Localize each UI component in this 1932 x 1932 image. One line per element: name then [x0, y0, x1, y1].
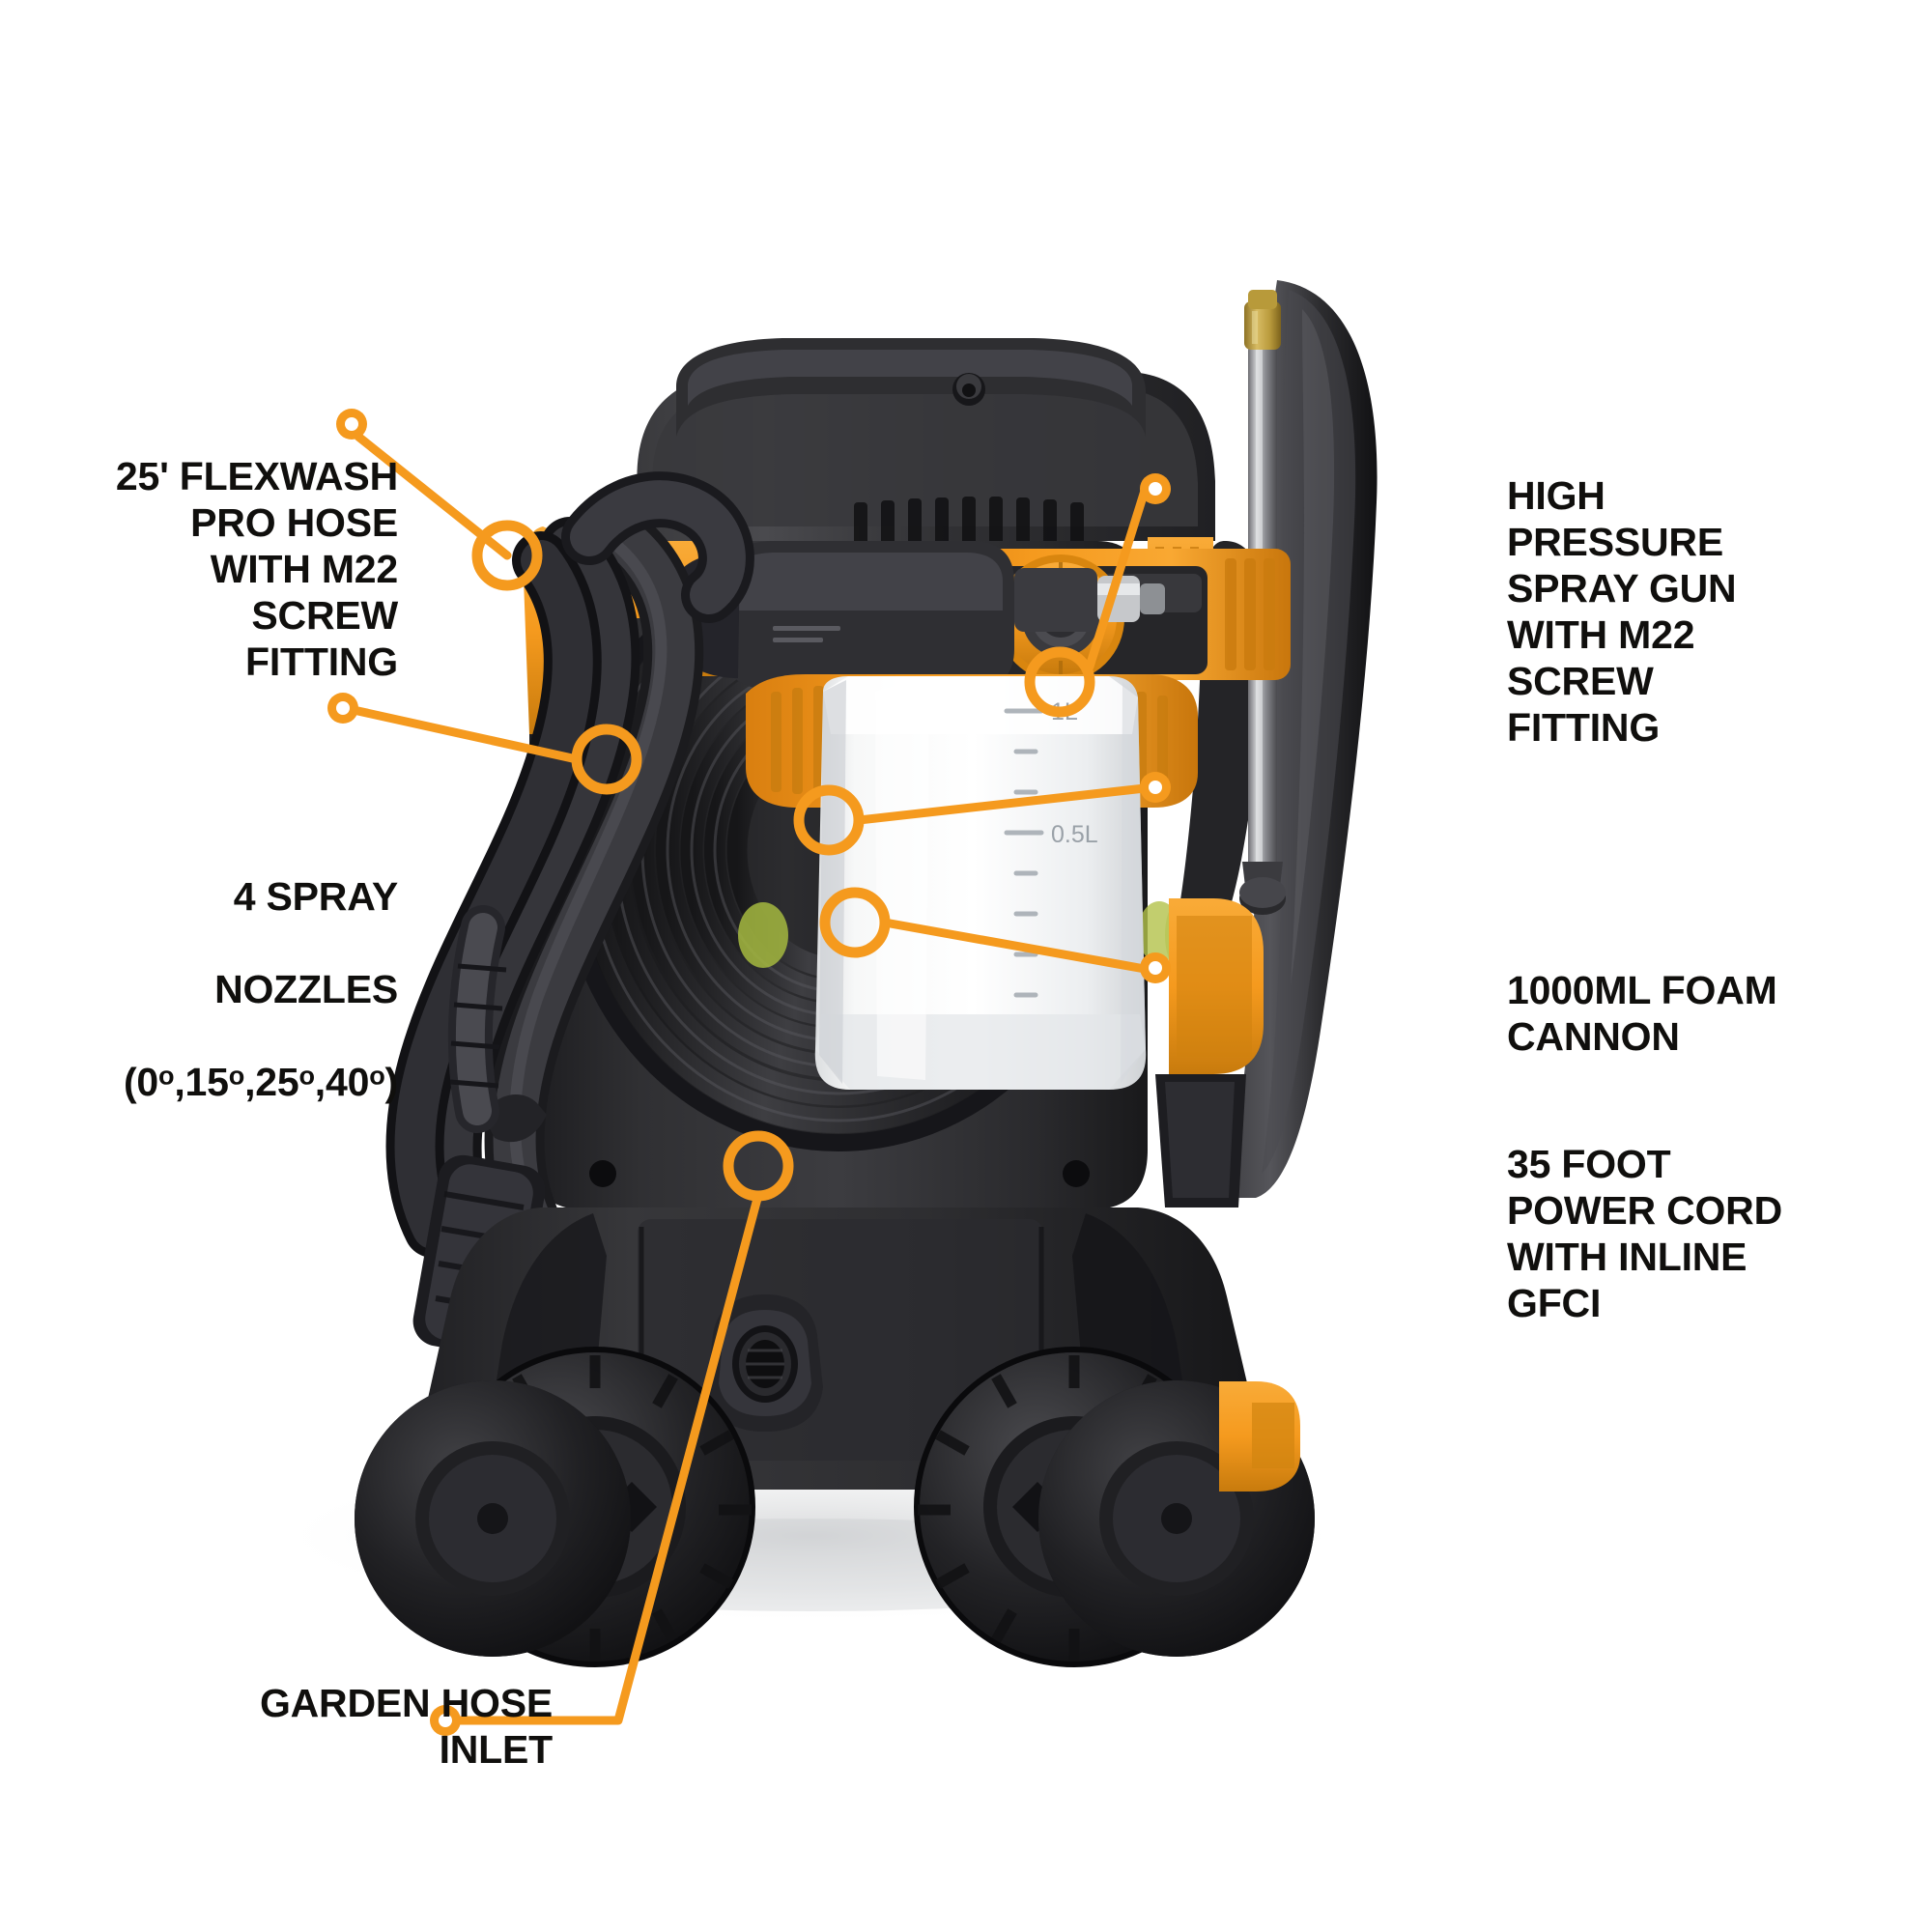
callout-label-spray-nozzles-line1: 4 SPRAY — [233, 873, 398, 919]
callout-label-spray-nozzles-line2: NOZZLES — [214, 966, 398, 1011]
callout-label-spray-nozzles-line3: (0o,15o,25o,40o) — [123, 1059, 398, 1104]
svg-text:0.5L: 0.5L — [1051, 821, 1098, 848]
svg-text:1L: 1L — [1051, 698, 1078, 725]
callout-label-power-cord: 35 FOOT POWER CORD WITH INLINE GFCI — [1507, 1142, 1783, 1325]
callout-label-foam-cannon: 1000ML FOAM CANNON — [1507, 968, 1777, 1059]
callout-label-flexwash-hose: 25' FLEXWASH PRO HOSE WITH M22 SCREW FIT… — [115, 454, 398, 684]
callout-label-spray-nozzles: 4 SPRAY NOZZLES (0o,15o,25o,40o) — [0, 828, 398, 1152]
callout-label-garden-hose-inlet: GARDEN HOSE INLET — [259, 1681, 553, 1772]
callout-label-spray-gun: HIGH PRESSURE SPRAY GUN WITH M22 SCREW F… — [1507, 473, 1737, 750]
